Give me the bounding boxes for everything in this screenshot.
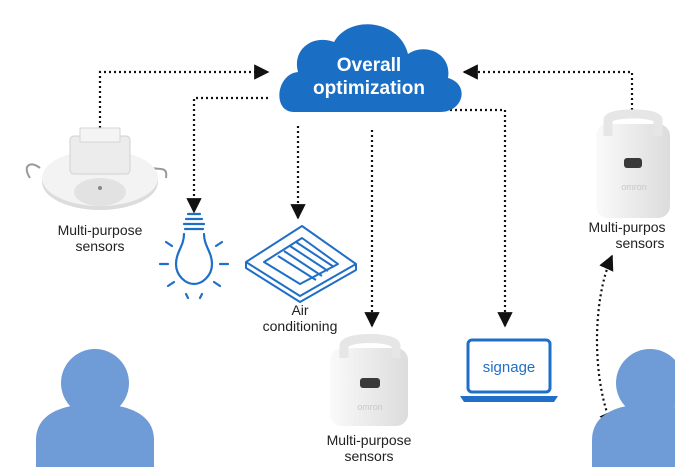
aircon-label-line1: Air (291, 302, 308, 318)
aircon-label-line2: conditioning (263, 318, 338, 334)
cloud-title-line1: Overall (337, 55, 401, 76)
right-sensor-label-line2: sensors (615, 235, 664, 251)
left-sensor-label-line2: sensors (75, 238, 124, 254)
air-conditioner-icon (245, 225, 357, 303)
center-sensor-label-line1: Multi-purpose (327, 432, 412, 448)
laptop-icon (460, 338, 558, 402)
signage-label: signage (483, 359, 536, 376)
cloud-icon (279, 24, 462, 112)
brand-logo-right: omron (621, 182, 647, 192)
light-bulb-icon (158, 212, 230, 300)
arrow-right-sensor-person (595, 254, 614, 428)
cloud-title-line2: optimization (313, 78, 425, 99)
arrow-right-sensor-to-cloud (462, 64, 634, 110)
arrow-cloud-to-light (186, 96, 268, 214)
portable-sensor-icon-right: omron (596, 109, 670, 218)
right-sensor-label-line1: Multi-purpos (588, 219, 665, 235)
connectors (98, 64, 634, 428)
ceiling-sensor-icon (25, 127, 168, 210)
arrow-left-sensor-to-cloud (98, 64, 270, 128)
brand-logo-center: omron (357, 402, 383, 412)
center-sensor-label-line2: sensors (344, 448, 393, 464)
left-sensor-label-line1: Multi-purpose (58, 222, 143, 238)
person-icon-left (36, 349, 154, 467)
arrow-cloud-to-signage (440, 108, 513, 328)
person-icon-right (592, 349, 675, 467)
portable-sensor-icon-center: omron (330, 334, 408, 426)
